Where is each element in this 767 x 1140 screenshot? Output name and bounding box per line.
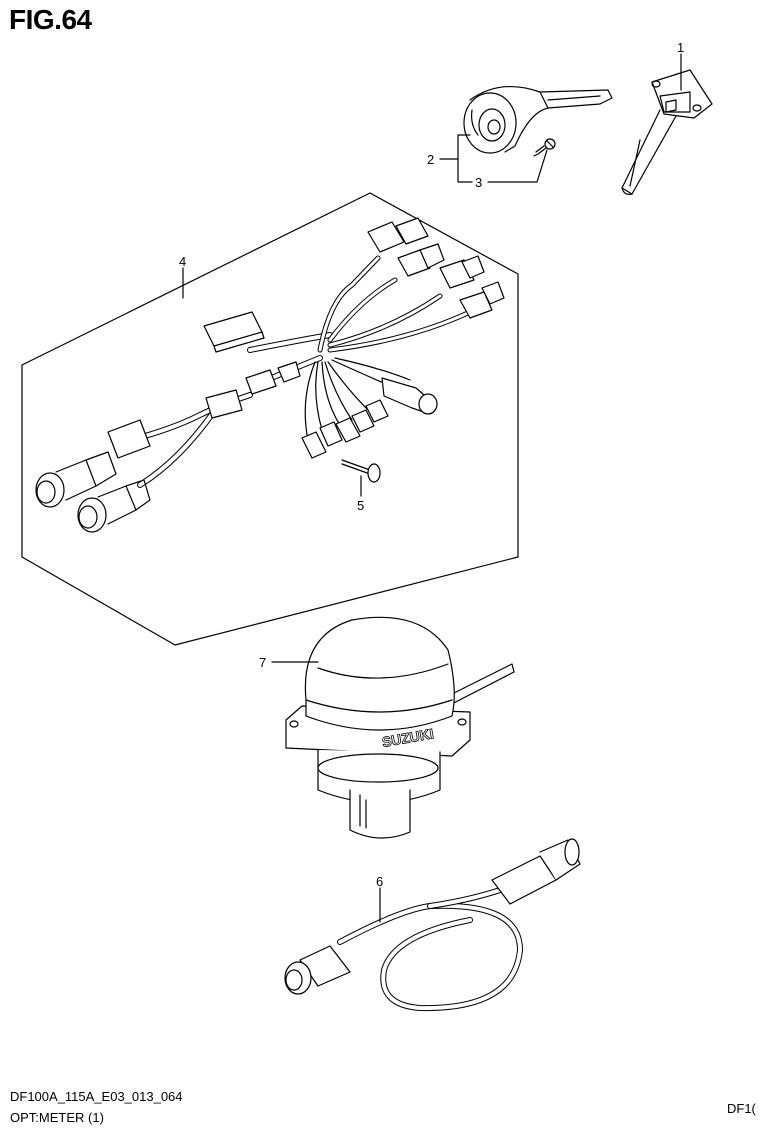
part-6-cable <box>284 838 581 1012</box>
callout-3-leader <box>487 149 548 183</box>
callout-2: 2 <box>427 152 434 167</box>
callout-5: 5 <box>357 498 364 513</box>
callout-7: 7 <box>259 655 266 670</box>
figure-title: FIG.64 <box>9 4 92 35</box>
footer-code: DF100A_115A_E03_013_064 <box>10 1089 183 1104</box>
footer-subtitle: OPT:METER (1) <box>10 1110 104 1125</box>
callout-1: 1 <box>677 40 684 55</box>
footer-right-tag: DF1( <box>727 1101 756 1116</box>
part-2-meter-bracket <box>463 86 613 154</box>
callout-3: 3 <box>475 175 482 190</box>
part-4-connectors <box>35 217 505 533</box>
callout-4: 4 <box>179 254 186 269</box>
callout-2-leader <box>439 134 473 183</box>
part-1-sensor <box>621 69 713 195</box>
part-4-harness-box <box>21 192 519 646</box>
part-3-screw <box>533 138 556 157</box>
part-7-antenna <box>285 616 515 839</box>
part-5-bolt <box>341 459 381 483</box>
callout-6: 6 <box>376 874 383 889</box>
part-4-wire-harness <box>127 255 473 488</box>
